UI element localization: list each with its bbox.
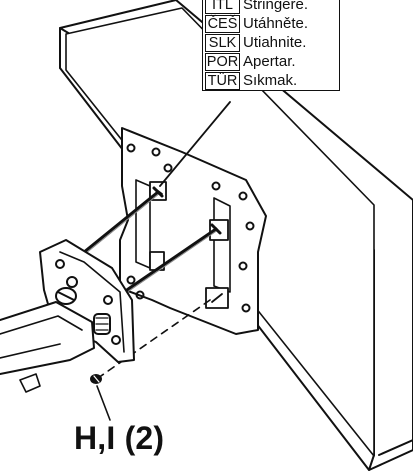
lang-text: Sıkmak. (243, 72, 298, 89)
lang-code: ČEŠ (205, 14, 240, 33)
small-screw (90, 374, 102, 384)
lang-code: SLK (205, 33, 240, 52)
lang-code: TÜR (205, 71, 240, 90)
legend-leader-line (159, 101, 231, 187)
lang-text: Stringere. (243, 0, 309, 13)
legend-row: TÜR Sıkmak. (203, 71, 339, 90)
lang-text: Utiahnite. (243, 34, 307, 51)
legend-row: ČEŠ Utáhněte. (203, 14, 339, 33)
instruction-legend: ITL Stringere. ČEŠ Utáhněte. SLK Utiahni… (202, 0, 340, 91)
monitor-arm (0, 301, 95, 393)
part-callout-label: H,I (2) (74, 420, 165, 456)
legend-row: SLK Utiahnite. (203, 33, 339, 52)
legend-row: ITL Stringere. (203, 0, 339, 14)
lang-text: Utáhněte. (243, 15, 309, 32)
vesa-mount-plate (119, 127, 267, 335)
dashed-alignment-line (97, 299, 211, 379)
lang-code: ITL (205, 0, 240, 14)
callout-leader-line (96, 385, 111, 421)
lang-text: Apertar. (243, 53, 296, 70)
lang-code: POR (205, 52, 240, 71)
legend-row: POR Apertar. (203, 52, 339, 71)
monitor-arm-bracket (39, 239, 135, 363)
